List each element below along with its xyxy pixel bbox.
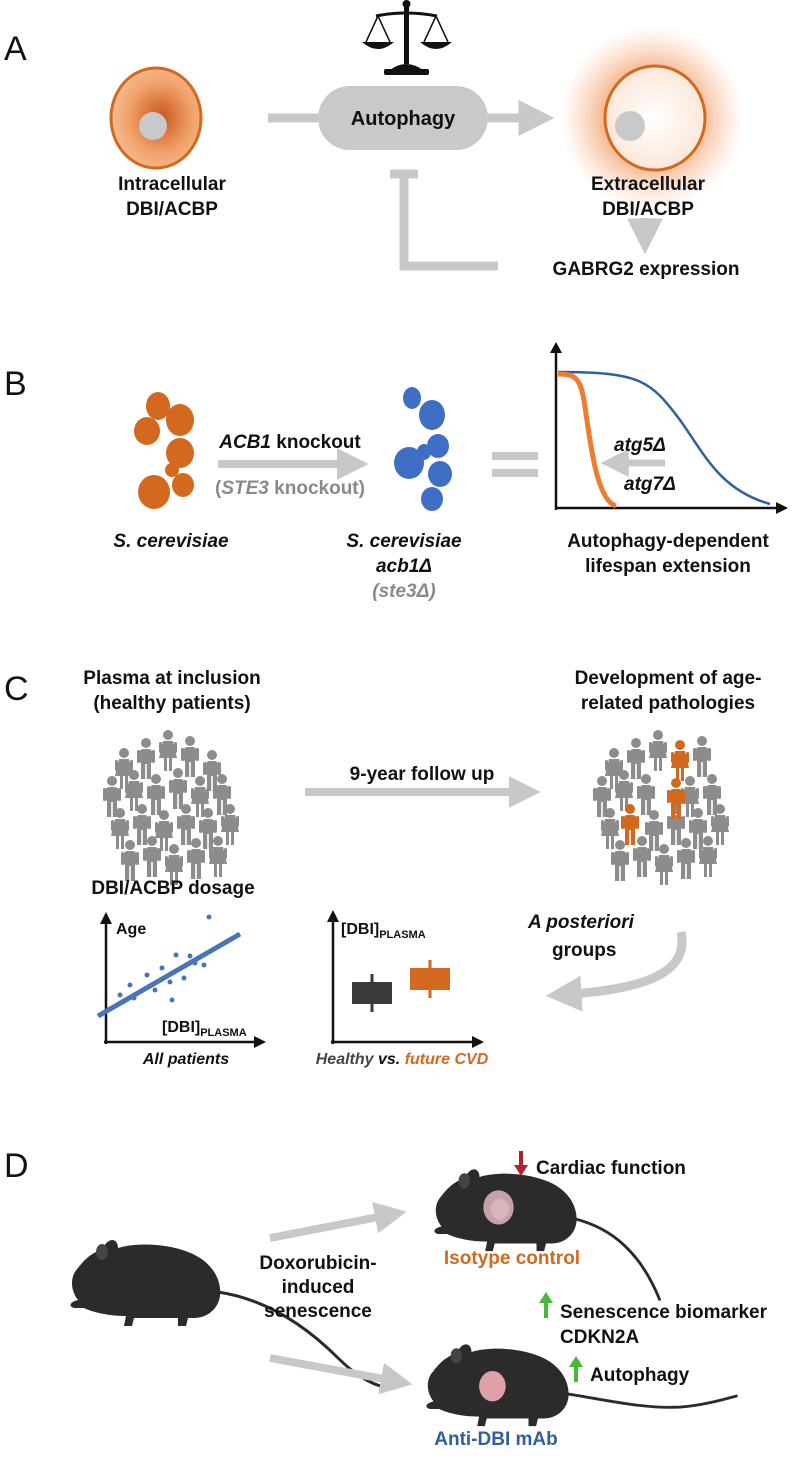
arrow-to-isotype — [269, 1201, 407, 1242]
healthy-box — [352, 982, 392, 1004]
arrow-to-antibody — [269, 1354, 413, 1395]
down-arrowhead-icon — [514, 1165, 528, 1176]
yeast-mutant — [394, 387, 452, 511]
bottom-effect-2: Autophagy — [590, 1365, 690, 1386]
extracellular-cell — [603, 64, 707, 172]
dosage-label: DBI/ACBP dosage — [91, 878, 254, 899]
plasma-title-1: Plasma at inclusion — [83, 668, 260, 689]
panel-c-letter: C — [4, 670, 29, 708]
scatter-caption: All patients — [142, 1051, 229, 1068]
followup-label: 9-year follow up — [350, 764, 495, 785]
healthy-crowd — [103, 730, 239, 885]
box-y-label: [DBI]PLASMA — [341, 921, 426, 941]
nucleus-left — [139, 112, 167, 140]
scatter-plot — [96, 912, 266, 1048]
atg7-label: atg7Δ — [624, 474, 676, 495]
atg5-label: atg5Δ — [614, 435, 666, 456]
mouse-isotype — [434, 1169, 662, 1302]
outcome-label-2: lifespan extension — [585, 556, 751, 577]
cvd-box — [410, 968, 450, 990]
intracellular-label-1: Intracellular — [118, 174, 226, 195]
ste3-knockout-label: (STE3 knockout) — [215, 478, 365, 499]
up-arrowhead-icon-1 — [539, 1292, 553, 1303]
extracellular-label-1: Extracellular — [591, 174, 706, 195]
treatment-label-3: senescence — [264, 1301, 372, 1322]
bottom-effect-1-line1: Senescence biomarker — [560, 1302, 768, 1323]
scatter-y-label: Age — [116, 921, 146, 938]
anti-dbi-label: Anti-DBI mAb — [434, 1429, 557, 1450]
inhibition-line — [399, 174, 498, 271]
atg-mutant-survival-curve — [557, 371, 618, 509]
yeast-wildtype — [134, 392, 194, 509]
autophagy-label: Autophagy — [351, 108, 456, 130]
equals-bottom — [492, 469, 538, 477]
isotype-label: Isotype control — [444, 1248, 580, 1269]
top-effect-label: Cardiac function — [536, 1158, 686, 1179]
mouse-anti-dbi — [426, 1344, 738, 1427]
wildtype-survival-curve — [557, 370, 771, 506]
panel-b-letter: B — [4, 365, 27, 403]
mutant-label-2: acb1Δ — [376, 556, 432, 577]
treatment-label-1: Doxorubicin- — [259, 1253, 376, 1274]
plasma-title-2: (healthy patients) — [93, 693, 250, 714]
balance-scale-icon — [362, 0, 452, 75]
scatter-x-label: [DBI]PLASMA — [162, 1019, 247, 1039]
posteriori-label-1: A posteriori — [527, 912, 635, 933]
survival-plot — [550, 342, 788, 514]
autophagy-node — [318, 86, 488, 150]
mouse-baseline — [70, 1240, 394, 1390]
wildtype-label: S. cerevisiae — [113, 531, 229, 552]
treatment-label-2: induced — [282, 1277, 355, 1298]
pathology-title-2: related pathologies — [581, 693, 755, 714]
panel-a-letter: A — [4, 30, 27, 68]
pathology-title-1: Development of age- — [575, 668, 762, 689]
panel-d-letter: D — [4, 1147, 29, 1185]
gabrg2-label: GABRG2 expression — [553, 259, 740, 280]
intracellular-label-2: DBI/ACBP — [126, 199, 218, 220]
mutant-label-1: S. cerevisiae — [346, 531, 462, 552]
followup-crowd — [593, 730, 729, 885]
extracellular-label-2: DBI/ACBP — [602, 199, 694, 220]
equals-top — [492, 452, 538, 460]
posteriori-label-2: groups — [552, 940, 616, 961]
bottom-effect-1-line2: CDKN2A — [560, 1327, 639, 1348]
up-arrowhead-icon-2 — [569, 1356, 583, 1367]
posteriori-arrow — [545, 931, 687, 1012]
box-caption: Healthy vs. future CVD — [316, 1051, 489, 1068]
mutant-label-3: (ste3Δ) — [372, 581, 435, 602]
box-plot — [327, 910, 484, 1048]
outcome-label-1: Autophagy-dependent — [567, 531, 769, 552]
nucleus-right — [615, 111, 645, 141]
knockout-label: ACB1 knockout — [218, 432, 361, 453]
